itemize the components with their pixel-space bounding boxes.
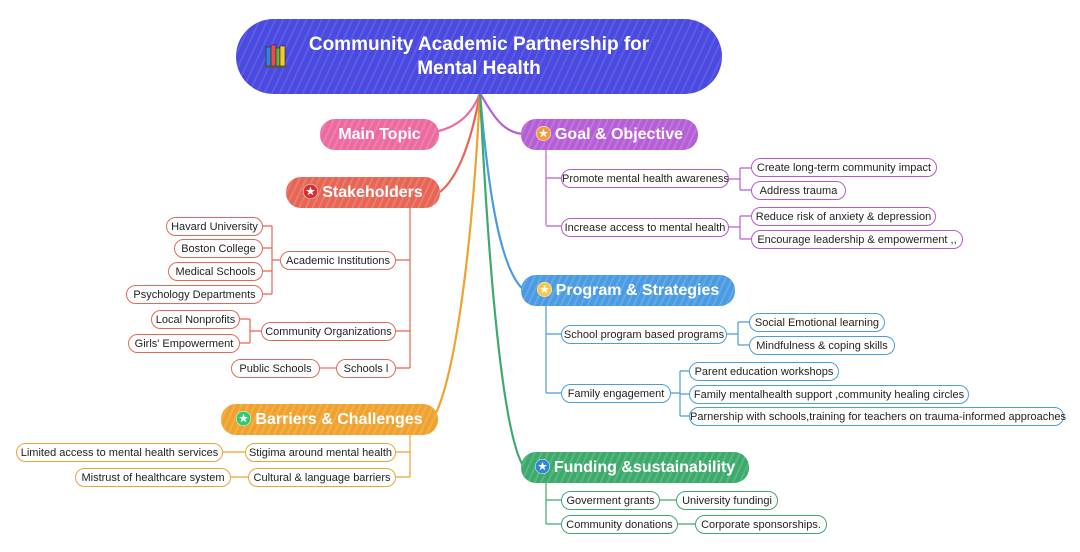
goal-item-1-child-1-label: Create long-term community impact [756,162,932,174]
root-title-line-2: Mental Health [417,58,541,79]
stakeholder-leaf-medical-label: Medical Schools [175,266,256,278]
goal-item-2-label: Increase access to mental health [564,222,726,234]
funding-item-2-child-1[interactable]: Corporate sponsorships. [695,515,827,534]
barrier-item-2-label: Cultural & language barriers [253,472,391,484]
branch-program-label: Program & Strategies [555,282,720,299]
program-item-1-child-1[interactable]: Social Emotional learning [749,313,885,332]
stakeholder-leaf-havard[interactable]: Havard University [166,217,263,236]
stakeholder-community-organizations[interactable]: Community Organizations [261,322,396,341]
barrier-item-2-child-1[interactable]: Mistrust of healthcare system [75,468,231,487]
program-item-2-child-1[interactable]: Parent education workshops [689,362,839,381]
goal-item-1-label: Promote mental health awareness [562,173,729,185]
stakeholder-leaf-medical[interactable]: Medical Schools [168,262,263,281]
branch-barriers-challenges[interactable]: Barriers & Challenges [221,404,438,435]
funding-item-1-child-1[interactable]: University fundingi [676,491,778,510]
stakeholder-schools-label: Schools l [343,363,389,375]
stakeholder-leaf-boston-label: Boston College [181,243,256,255]
stakeholder-leaf-public-schools-label: Public Schools [239,363,312,375]
program-item-2-child-2-label: Family mentalhealth support ,community h… [693,389,965,401]
goal-item-2-child-1[interactable]: Reduce risk of anxiety & depression [751,207,936,226]
program-item-1-child-1-label: Social Emotional learning [754,317,880,329]
goal-item-1-child-2-label: Address trauma [759,185,838,197]
stakeholder-academic-institutions-label: Academic Institutions [286,255,390,267]
barrier-item-1-label: Stigima around mental health [248,447,393,459]
stakeholder-leaf-psychology[interactable]: Psychology Departments [126,285,263,304]
program-item-2-child-2[interactable]: Family mentalhealth support ,community h… [689,385,969,404]
program-item-2[interactable]: Family engagement [561,384,671,403]
stakeholder-leaf-nonprofits-label: Local Nonprofits [155,314,236,326]
stakeholder-leaf-public-schools[interactable]: Public Schools [231,359,320,378]
stakeholder-leaf-nonprofits[interactable]: Local Nonprofits [151,310,240,329]
barrier-item-1-child-1[interactable]: Limited access to mental health services [16,443,223,462]
branch-funding-sustainability[interactable]: Funding &sustainability [521,452,749,483]
stakeholder-leaf-girls[interactable]: Girls' Empowerment [128,334,240,353]
barrier-item-2[interactable]: Cultural & language barriers [248,468,396,487]
goal-item-2-child-2[interactable]: Encourage leadership & empowerment ,, [751,230,963,249]
star-icon [536,282,552,297]
branch-main-topic[interactable]: Main Topic [320,119,439,150]
funding-item-2-label: Community donations [566,519,673,531]
goal-item-1-child-1[interactable]: Create long-term community impact [751,158,937,177]
goal-item-1[interactable]: Promote mental health awareness [561,169,729,188]
stakeholder-leaf-havard-label: Havard University [171,221,258,233]
program-item-2-child-1-label: Parent education workshops [694,366,834,378]
books-icon [265,43,287,69]
funding-item-2[interactable]: Community donations [561,515,678,534]
program-item-1-label: School program based programs [563,329,725,341]
stakeholder-academic-institutions[interactable]: Academic Institutions [280,251,396,270]
branch-barriers-label: Barriers & Challenges [255,411,423,428]
goal-item-2[interactable]: Increase access to mental health [561,218,729,237]
stakeholder-community-organizations-label: Community Organizations [265,326,392,338]
stakeholder-leaf-psychology-label: Psychology Departments [133,289,256,301]
star-icon [534,459,550,474]
branch-funding-label: Funding &sustainability [553,459,736,476]
star-icon [236,411,252,426]
program-item-2-child-3[interactable]: Parnership with schools,training for tea… [689,407,1067,426]
program-item-2-child-3-label: Parnership with schools,training for tea… [690,411,1067,423]
barrier-item-2-child-1-label: Mistrust of healthcare system [81,472,225,484]
goal-item-1-child-2[interactable]: Address trauma [751,181,846,200]
star-icon [303,184,319,199]
program-item-1[interactable]: School program based programs [561,325,727,344]
star-icon [535,126,551,141]
branch-goal-objective[interactable]: Goal & Objective [521,119,698,150]
program-item-1-child-2-label: Mindfulness & coping skills [756,340,888,352]
goal-item-2-child-2-label: Encourage leadership & empowerment ,, [757,234,957,246]
root-title-line-1: Community Academic Partnership for [308,34,650,55]
funding-item-1-child-1-label: University fundingi [682,495,772,507]
branch-program-strategies[interactable]: Program & Strategies [521,275,735,306]
program-item-1-child-2[interactable]: Mindfulness & coping skills [749,336,895,355]
stakeholder-leaf-girls-label: Girls' Empowerment [134,338,234,350]
funding-item-2-child-1-label: Corporate sponsorships. [701,519,821,531]
program-item-2-label: Family engagement [567,388,665,400]
funding-item-1-label: Goverment grants [566,495,655,507]
branch-goal-label: Goal & Objective [554,126,684,143]
funding-item-1[interactable]: Goverment grants [561,491,660,510]
stakeholder-leaf-boston[interactable]: Boston College [174,239,263,258]
branch-stakeholders-label: Stakeholders [322,184,423,201]
barrier-item-1-child-1-label: Limited access to mental health services [20,447,219,459]
root-topic[interactable]: Community Academic Partnership for Menta… [236,19,722,94]
barrier-item-1[interactable]: Stigima around mental health [245,443,396,462]
goal-item-2-child-1-label: Reduce risk of anxiety & depression [755,211,932,223]
branch-stakeholders[interactable]: Stakeholders [286,177,440,208]
branch-main-topic-label: Main Topic [338,126,421,143]
stakeholder-schools[interactable]: Schools l [336,359,396,378]
